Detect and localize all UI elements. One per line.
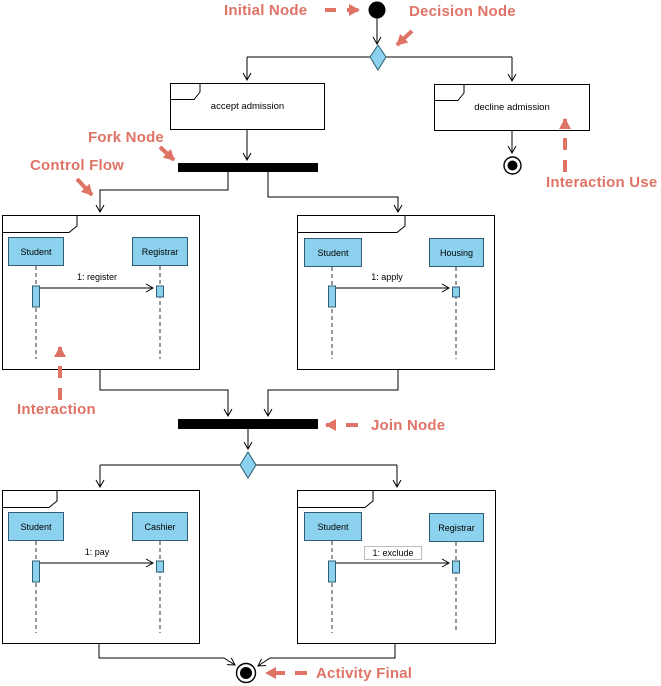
ref-frame-name: decline admission	[474, 102, 550, 113]
flow-fork-to-register	[95, 172, 229, 214]
ref-frame-keyword: ref	[176, 85, 189, 96]
flow-pay-to-final	[98, 644, 236, 666]
annotation-control-flow: Control Flow	[30, 157, 125, 174]
message-label: 1: pay	[84, 547, 110, 557]
annotation-initial-node: Initial Node	[224, 2, 308, 19]
annotation-join-node: Join Node	[371, 417, 446, 434]
lifeline-head-registrar: Registrar	[429, 513, 484, 542]
fork-node-bar	[178, 163, 318, 172]
join-node-bar	[178, 419, 318, 429]
ref-frame-accept-admission: accept admission	[170, 83, 325, 130]
lifeline-head-student: Student	[304, 512, 362, 541]
fork-node-annotation-arrow	[158, 145, 176, 162]
annotation-decision-node: Decision Node	[409, 3, 516, 20]
lifeline-head-student: Student	[8, 237, 64, 266]
lifeline-head-student: Student	[8, 512, 64, 541]
activity-final-node-bottom	[235, 662, 257, 684]
annotation-fork-node: Fork Node	[88, 129, 164, 146]
message-label: 1: register	[76, 272, 118, 282]
lifeline-head-cashier: Cashier	[132, 512, 188, 541]
control-flow-annotation-arrow	[75, 177, 94, 197]
message-label: 1: apply	[371, 272, 403, 282]
annotation-activity-final: Activity Final	[316, 665, 413, 682]
message-label: 1: exclude	[364, 546, 422, 560]
lifeline-head-housing: Housing	[429, 238, 484, 267]
initial-node	[368, 1, 386, 19]
lifeline-head-registrar: Registrar	[132, 237, 188, 266]
activity-final-node-right	[503, 156, 522, 175]
ref-frame-name: accept admission	[210, 101, 285, 112]
annotation-interaction-use: Interaction Use	[546, 174, 658, 191]
decision-node	[369, 44, 387, 71]
annotation-interaction: Interaction	[17, 401, 96, 418]
ref-frame-keyword: ref	[440, 86, 453, 97]
lifeline-head-student: Student	[304, 238, 362, 267]
flow-apply-housing-to-join	[263, 370, 399, 418]
flow-exclude-to-final	[257, 644, 396, 667]
decision-node-annotation-arrow	[395, 29, 414, 47]
ref-frame-decline-admission: decline admission	[434, 84, 590, 131]
flow-fork-to-apply-housing	[267, 172, 403, 214]
merge-node	[239, 451, 257, 479]
flow-register-to-join	[99, 370, 233, 418]
